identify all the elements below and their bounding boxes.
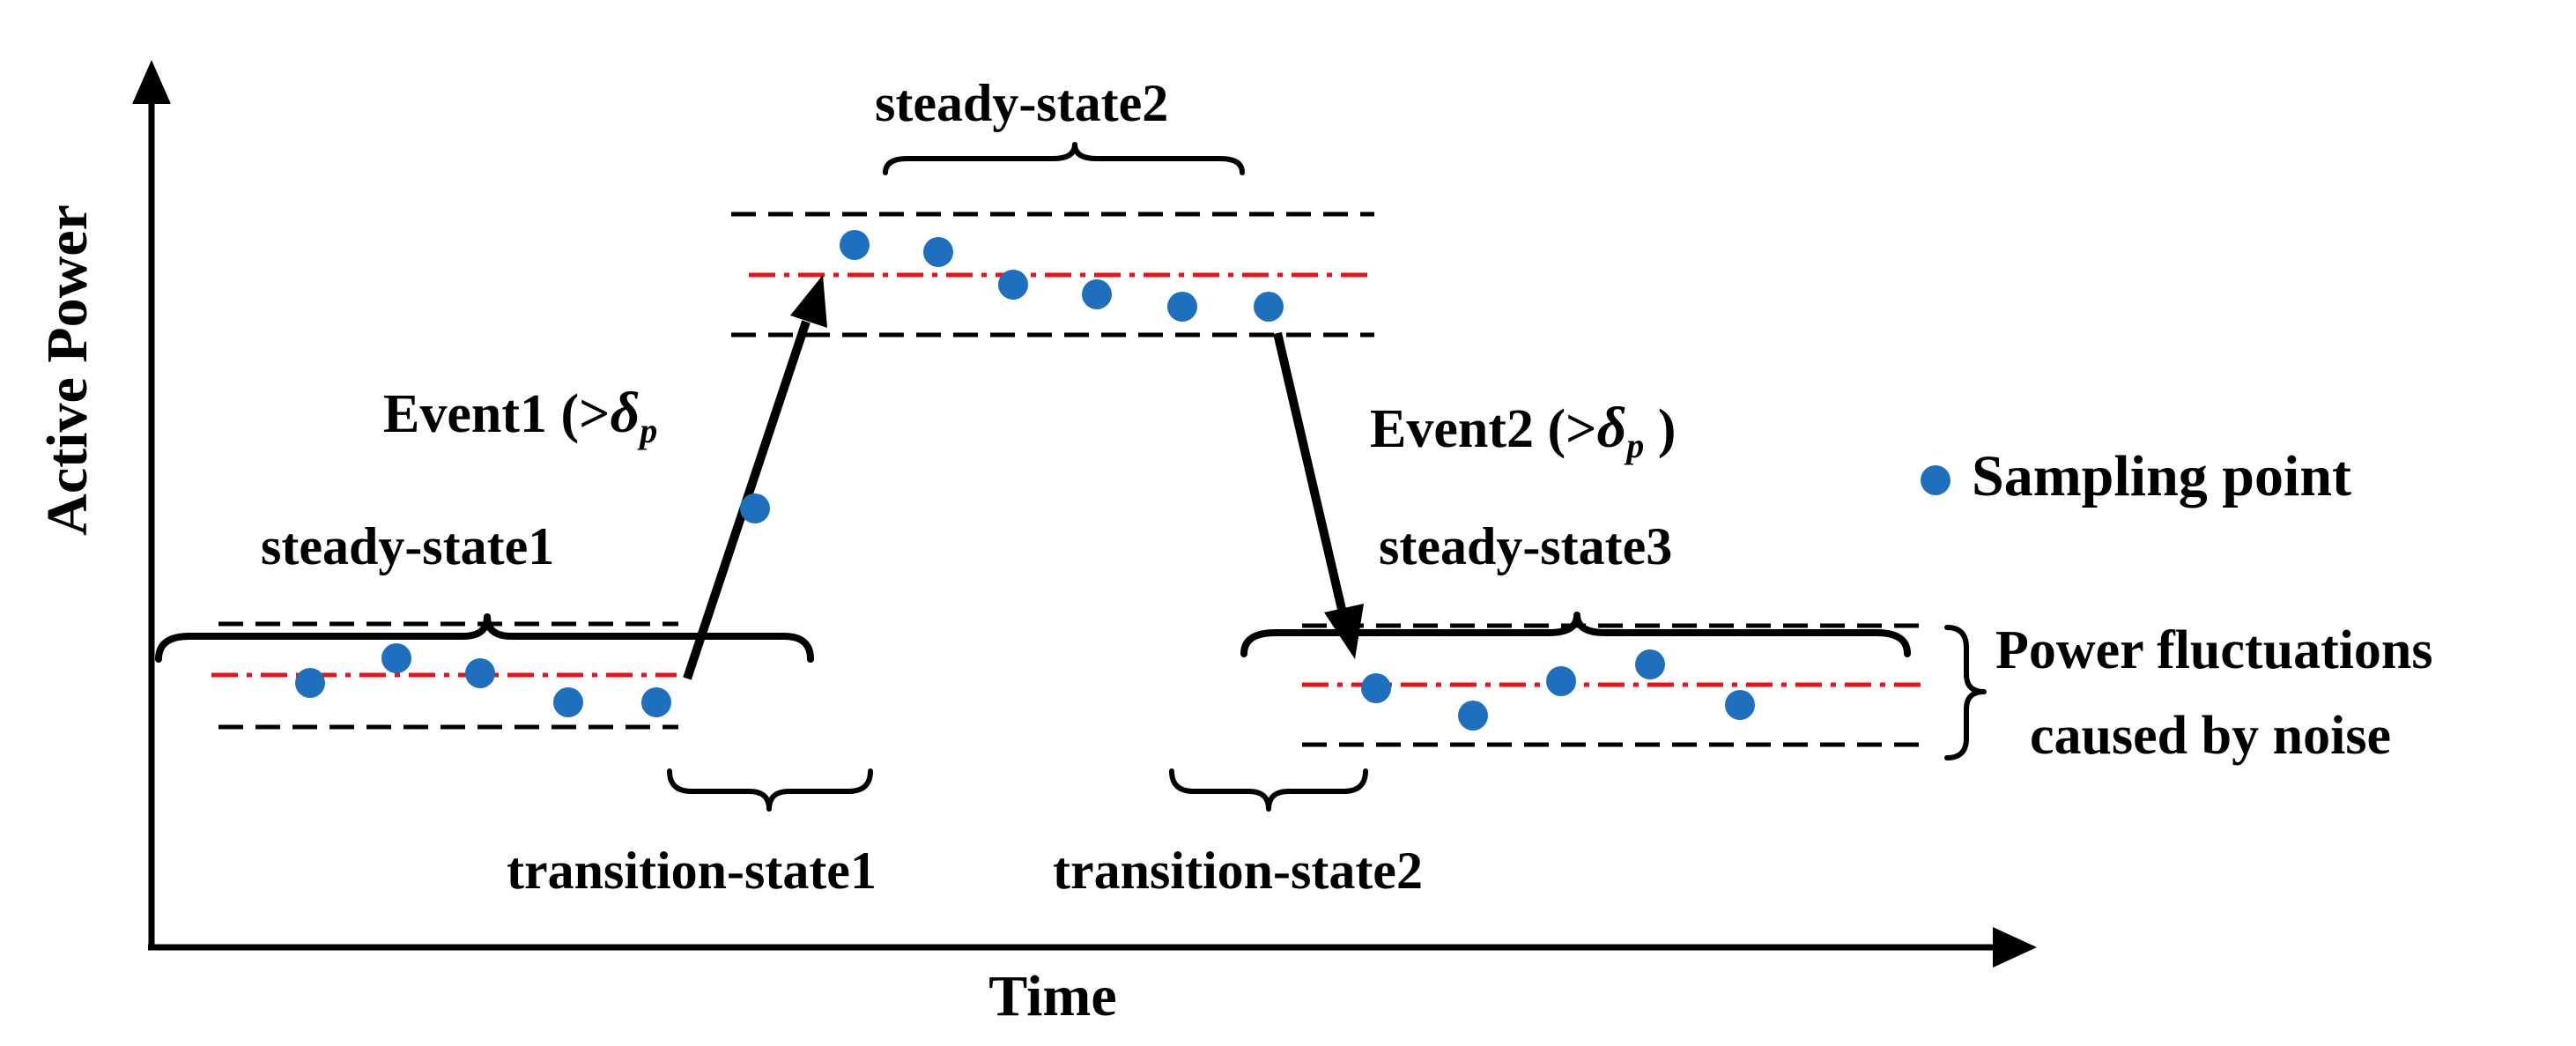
sampling-point	[465, 658, 495, 688]
sampling-point	[1546, 666, 1576, 696]
label-steady-state3: steady-state3	[1379, 517, 1672, 575]
legend: Sampling point	[1921, 444, 2351, 508]
label-transition-state2: transition-state2	[1053, 842, 1423, 900]
noise-note-line1: Power fluctuations	[1995, 620, 2433, 680]
legend-sampling-point-label: Sampling point	[1972, 444, 2351, 508]
sampling-point	[1254, 292, 1284, 322]
sampling-point	[1725, 690, 1755, 720]
sampling-point	[1635, 649, 1665, 679]
event2-delta: δ	[1596, 396, 1626, 460]
brace-steady-state2	[883, 142, 1245, 175]
event1-prefix: Event1 (>	[383, 384, 610, 444]
event1-arrowhead	[790, 275, 827, 328]
event2-subscript: p	[1624, 426, 1644, 465]
label-event2: Event2 (>δp )	[1370, 396, 1676, 465]
brace-transition-state2	[1169, 768, 1368, 812]
sampling-points	[295, 230, 1755, 731]
brace-noise-fluctuation	[1944, 625, 1987, 760]
noise-bands	[218, 211, 1921, 747]
sampling-point	[1082, 279, 1112, 309]
sampling-point	[1458, 701, 1488, 731]
braces	[155, 142, 1987, 812]
sampling-point	[381, 643, 411, 673]
x-axis-arrowhead	[1993, 927, 2037, 968]
event2-suffix: )	[1644, 399, 1676, 459]
sampling-point	[1167, 292, 1197, 322]
sampling-point	[641, 687, 671, 717]
label-transition-state1: transition-state1	[507, 842, 877, 900]
noise-note-line2: caused by noise	[2030, 706, 2391, 766]
sampling-point	[1361, 673, 1391, 703]
brace-steady-state1	[155, 613, 814, 663]
sampling-point	[295, 668, 325, 698]
brace-steady-state3	[1240, 612, 1911, 657]
sampling-point	[923, 237, 953, 267]
sampling-point	[553, 687, 583, 717]
legend-sampling-point-marker	[1921, 465, 1951, 495]
y-axis-label: Active Power	[35, 204, 100, 536]
event2-arrowhead	[1324, 604, 1364, 659]
event2-arrow-shaft	[1273, 331, 1348, 619]
x-axis-label: Time	[988, 964, 1116, 1028]
sampling-point	[740, 493, 770, 523]
event1-delta: δ	[610, 381, 640, 445]
event2-prefix: Event2 (>	[1370, 399, 1596, 459]
axes	[132, 60, 2037, 968]
brace-transition-state1	[667, 768, 873, 812]
label-steady-state2: steady-state2	[875, 74, 1168, 132]
label-event1: Event1 (>δp	[383, 381, 657, 450]
label-steady-state1: steady-state1	[261, 517, 554, 575]
sampling-point	[840, 230, 870, 260]
y-axis-arrowhead	[132, 60, 171, 104]
sampling-point	[998, 270, 1028, 300]
event1-subscript: p	[637, 411, 657, 450]
mean-lines	[211, 272, 1921, 687]
